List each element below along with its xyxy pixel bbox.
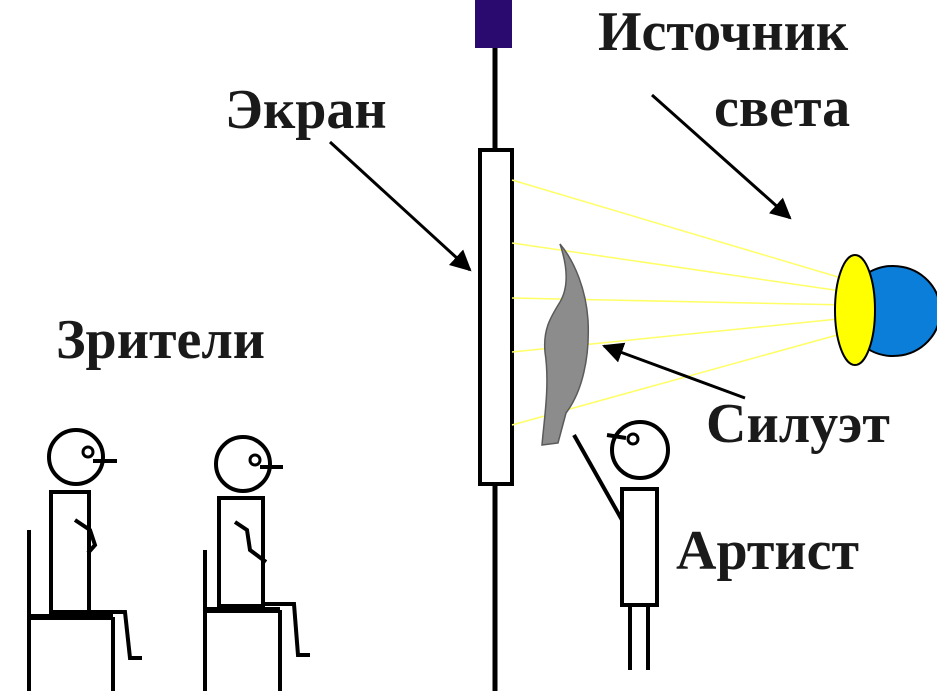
viewer-1-body <box>49 490 91 614</box>
viewer-2-eye <box>248 453 262 467</box>
pole-top-cap <box>475 0 512 48</box>
lamp-lens <box>834 254 876 366</box>
light-source-label-line1: Источник <box>598 1 849 63</box>
screen-arrow <box>328 140 472 272</box>
screen <box>478 148 514 486</box>
viewer-figure-1 <box>27 428 142 691</box>
screen-label: Экран <box>225 79 387 141</box>
light-source <box>834 254 937 366</box>
viewer-2-legs <box>262 602 310 657</box>
viewer-2-head <box>214 435 272 493</box>
silhouette-arrow <box>602 342 746 400</box>
viewer-1-head <box>47 428 105 486</box>
light-source-label-line2: света <box>714 77 851 139</box>
artist-figure <box>572 420 670 670</box>
light-source-arrow <box>651 93 792 220</box>
viewer-1-eye <box>81 445 95 459</box>
viewer-2-body <box>217 496 265 608</box>
silhouette-label: Силуэт <box>706 393 890 455</box>
viewer-figure-2 <box>203 435 310 691</box>
viewer-1-legs <box>85 610 142 660</box>
silhouette-shape <box>541 243 590 446</box>
viewers-label: Зрители <box>56 309 266 371</box>
lamp-body <box>864 265 937 357</box>
artist-eye <box>626 432 640 446</box>
artist-head <box>610 420 670 480</box>
screen-stand <box>475 0 514 691</box>
artist-raised-arm <box>572 434 624 521</box>
artist-body <box>620 487 659 607</box>
artist-label: Артист <box>676 520 859 582</box>
